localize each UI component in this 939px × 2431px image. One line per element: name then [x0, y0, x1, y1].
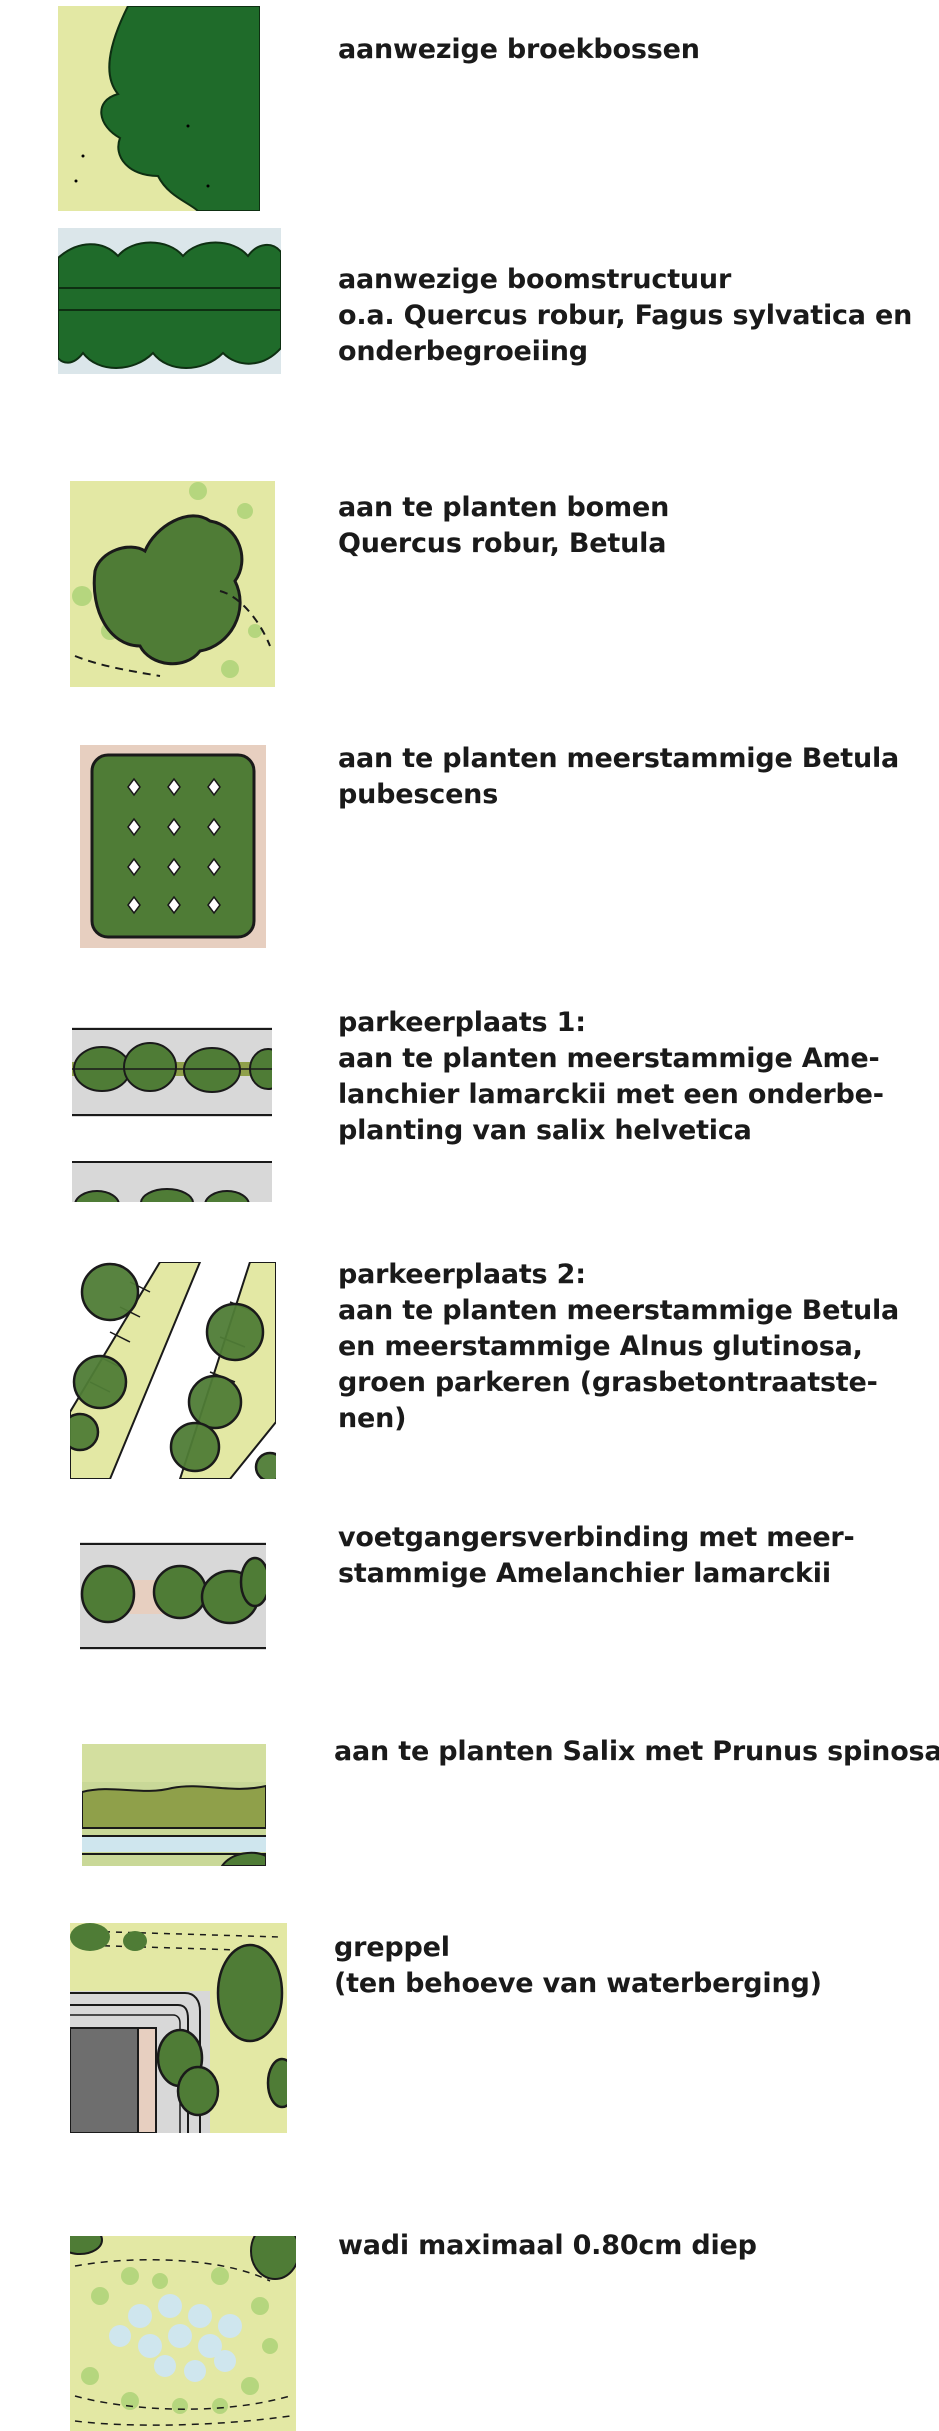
swatch-pedestrian-connection	[80, 1542, 266, 1650]
legend-label-ditch: greppel (ten behoeve van waterberging)	[334, 1932, 822, 1999]
legend-label-pedestrian-connection: voetgangersverbinding met meer- stammige…	[338, 1522, 855, 1589]
legend-label-parking-1: parkeerplaats 1: aan te planten meerstam…	[338, 1007, 884, 1146]
swatch-wadi	[70, 2236, 296, 2431]
swatch-parking-2	[70, 1262, 276, 1479]
swatch-salix-prunus	[82, 1744, 266, 1866]
legend-label-wadi: wadi maximaal 0.80cm diep	[338, 2230, 757, 2261]
swatch-multistem-betula	[80, 745, 266, 948]
legend-label-salix-prunus: aan te planten Salix met Prunus spinosa	[334, 1736, 939, 1767]
swatch-existing-swamp-forest	[58, 6, 260, 211]
legend-label-multistem-betula: aan te planten meerstammige Betula pubes…	[338, 743, 900, 810]
swatch-parking-1	[72, 1027, 272, 1202]
legend-label-existing-swamp-forest: aanwezige broekbossen	[338, 34, 700, 65]
swatch-new-trees	[70, 481, 275, 687]
legend-label-new-trees: aan te planten bomen Quercus robur, Betu…	[338, 492, 670, 559]
swatch-existing-tree-structure	[58, 228, 281, 374]
swatch-ditch	[70, 1923, 287, 2133]
legend-label-parking-2: parkeerplaats 2: aan te planten meerstam…	[338, 1259, 900, 1434]
legend-label-existing-tree-structure: aanwezige boomstructuur o.a. Quercus rob…	[338, 264, 913, 367]
